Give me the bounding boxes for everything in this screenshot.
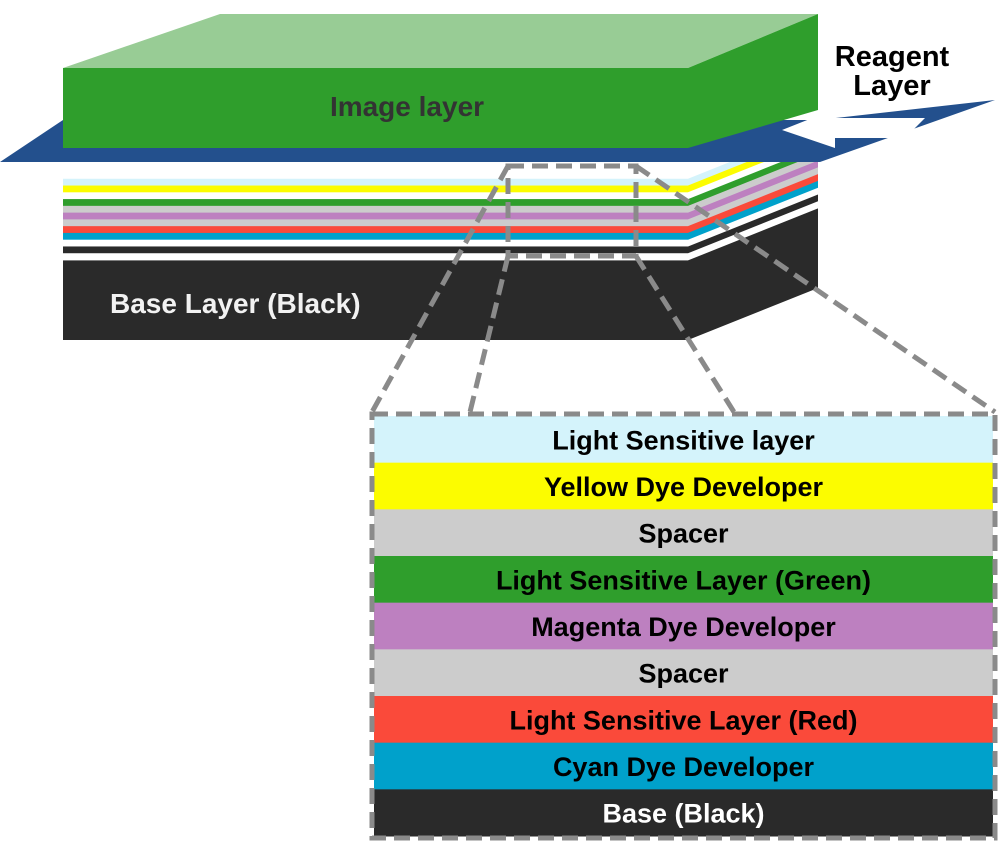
stack-layer-label: Yellow Dye Developer: [544, 472, 824, 502]
zoom-line-inner-left: [467, 255, 511, 413]
stack-strip-side: [688, 174, 818, 234]
stack-strip: [63, 199, 688, 207]
reagent-layer-label-line1: Reagent: [835, 41, 950, 73]
image-layer-block: [63, 14, 818, 148]
stack-strip: [63, 178, 688, 186]
stack-layer-band: [374, 742, 993, 790]
stack-layer-band: [374, 602, 993, 650]
stack-strip: [63, 172, 688, 180]
stack-layer-label: Spacer: [638, 519, 729, 549]
zoom-line-inner-right: [633, 254, 737, 414]
stack-layer-band: [374, 462, 993, 510]
stack-layer-band: [374, 649, 993, 697]
stack-layer-band: [374, 416, 993, 464]
stack-strip-side: [688, 201, 818, 261]
stack-strip: [63, 219, 688, 227]
stack-layer-band: [374, 696, 993, 744]
stack-strip-side: [688, 187, 818, 247]
stack-strip: [63, 226, 688, 234]
stack-layer-label: Cyan Dye Developer: [553, 752, 815, 782]
stack-strip: [63, 212, 688, 220]
stack-layer-band: [374, 509, 993, 557]
base-layer-label: Base Layer (Black): [110, 288, 361, 319]
stack-layer-band: [374, 789, 993, 837]
stack-layer-label: Light Sensitive layer: [552, 425, 815, 455]
stack-strip-side: [688, 160, 818, 220]
base-layer-block: [63, 204, 818, 340]
stack-strip: [63, 232, 688, 241]
stack-strip: [63, 246, 688, 254]
stack-strip-side: [688, 167, 818, 227]
reagent-layer-label-line2: Layer: [853, 70, 930, 102]
expanded-stack-frame: [369, 411, 998, 841]
stack-layer-label: Magenta Dye Developer: [531, 612, 836, 642]
zoom-line-outer-right: [634, 163, 997, 415]
reagent-arrow-icon: [782, 109, 925, 148]
stack-layer-label: Light Sensitive Layer (Red): [509, 705, 857, 735]
stack-layer-label: Spacer: [638, 659, 729, 689]
stack-strip-side: [688, 194, 818, 254]
stack-layer-label: Base (Black): [602, 799, 764, 829]
stack-strip: [63, 239, 688, 247]
stack-strip: [63, 185, 688, 193]
stack-layer-label: Light Sensitive Layer (Green): [496, 565, 871, 595]
image-layer-label: Image layer: [330, 91, 484, 122]
zoom-callout: [369, 163, 997, 415]
stack-strip: [63, 205, 688, 214]
stack-strip-side: [688, 153, 818, 214]
stack-layer-band: [374, 556, 993, 604]
stack-strip: [63, 192, 688, 200]
stack-strip: [63, 253, 688, 261]
